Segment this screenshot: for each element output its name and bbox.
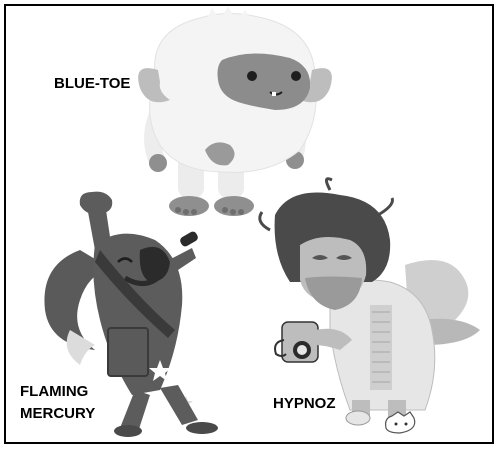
character-label-mercury: MERCURY bbox=[20, 405, 96, 422]
flaming-mercury-illustration bbox=[44, 191, 218, 437]
blue-toe-yeti-illustration bbox=[138, 6, 332, 216]
character-label-flaming: FLAMING bbox=[20, 383, 89, 400]
character-label-blue-toe: BLUE-TOE bbox=[54, 75, 131, 92]
character-label-hypnoz: HYPNOZ bbox=[273, 395, 336, 412]
hypnoz-illustration bbox=[258, 177, 480, 434]
